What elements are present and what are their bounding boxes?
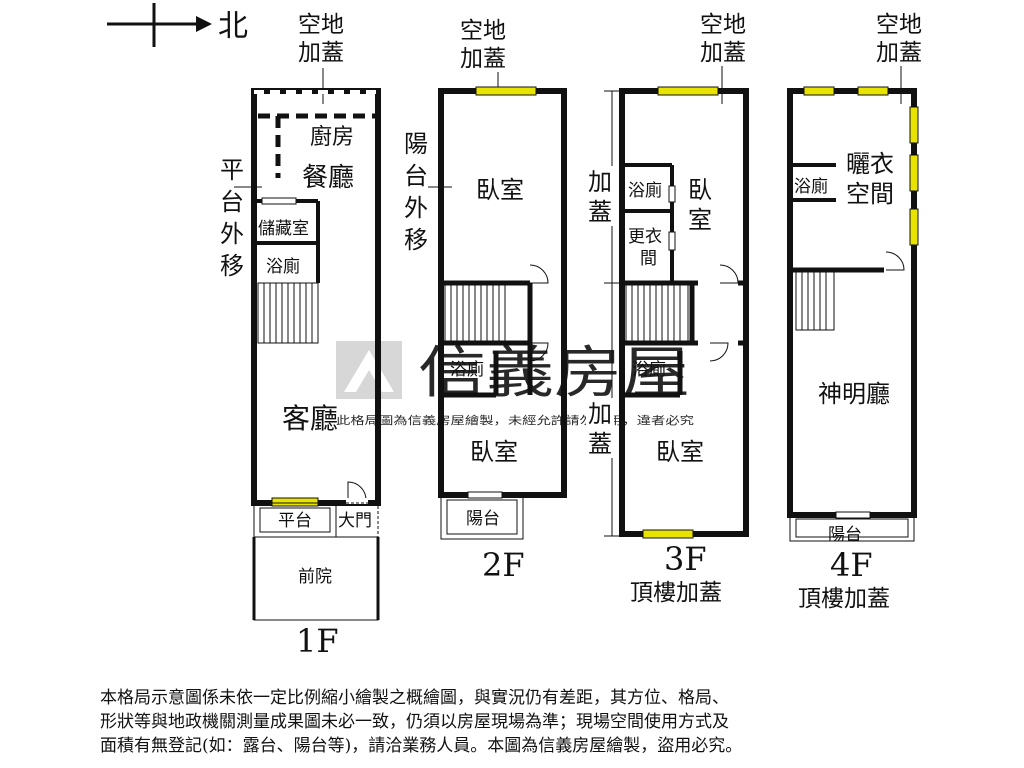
door-icon [709,342,729,362]
svg-text:外: 外 [220,220,244,248]
floor-2f-top-note-line2: 加蓋 [460,46,506,72]
room-1f-kitchen: 廚房 [310,125,354,150]
floor-1f-name: 1F [296,622,339,660]
floor-3f-window-bottom [642,529,694,539]
room-3f-bath-lower: 浴廁 [632,359,666,380]
floor-3f-side-note-upper: 加 蓋 [586,166,614,226]
svg-text:室: 室 [688,206,712,234]
floor-2f-top-note-line1: 空地 [460,18,506,44]
floor-1f-top-note-line1: 空地 [298,12,344,38]
svg-text:平: 平 [220,156,244,184]
door-icon [529,264,549,284]
door-icon [529,342,549,362]
watermark-logo-icon [336,341,402,399]
svg-text:台: 台 [220,188,244,216]
room-1f-dining: 餐廳 [302,163,354,193]
floor-3f-side-note-lower: 加 蓋 [586,398,614,458]
floor-3f-outline [619,88,749,537]
room-1f-bath: 浴廁 [266,256,300,277]
disclaimer: 本格局示意圖係未依一定比例縮小繪製之概繪圖，與實況仍有差距，其方位、格局、 形狀… [100,686,900,758]
compass: 北 [107,3,248,47]
room-3f-bath-upper: 浴廁 [628,180,662,201]
disclaimer-line-3: 面積有無登記(如：露台、陽台等)，請洽業務人員。本圖為信義房屋繪製，盜用必究。 [100,736,743,756]
room-2f-balcony: 陽台 [466,509,500,529]
floor-3f-top-note-line2: 加蓋 [700,40,746,66]
floor-3f-top-note-line1: 空地 [700,12,746,38]
floor-2f-name: 2F [482,546,525,584]
floor-1f-side-note: 平 台 外 移 [220,156,244,280]
floor-4f-window-side-1 [909,106,919,144]
door-icon [719,264,739,284]
room-3f-dressing: 更衣 間 [628,227,662,269]
floor-4f: 空地 加蓋 浴廁 曬衣 空間 神明廳 陽台 4F [787,12,922,612]
floor-3f-dimension [604,90,620,537]
floor-4f-top-note-line2: 加蓋 [876,40,922,66]
floor-1f-outline [251,88,381,506]
svg-text:加: 加 [588,168,612,196]
room-1f-storage: 儲藏室 [258,219,309,239]
svg-text:曬衣: 曬衣 [846,150,894,178]
room-4f-bath: 浴廁 [794,176,828,197]
svg-text:蓋: 蓋 [588,430,612,458]
room-1f-front-yard: 前院 [298,567,332,587]
room-3f-bedroom-front: 臥室 [656,438,704,466]
svg-text:間: 間 [640,249,657,269]
floor-4f-window-side-2 [909,154,919,192]
svg-text:空間: 空間 [846,180,894,208]
room-4f-shrine: 神明廳 [818,380,890,408]
floor-3f-name: 3F [664,540,707,578]
svg-text:蓋: 蓋 [588,198,612,226]
floor-4f-window-top-right [857,86,889,96]
room-4f-drying: 曬衣 空間 [846,150,894,208]
floor-1f: 空地 加蓋 平 台 外 移 廚房 餐廳 儲 [220,12,381,660]
floor-2f-side-note: 陽 台 外 移 [404,130,428,254]
room-2f-bath: 浴廁 [450,359,484,380]
svg-text:移: 移 [220,252,244,280]
floor-4f-window-top-left [803,86,835,96]
disclaimer-line-1: 本格局示意圖係未依一定比例縮小繪製之概繪圖，與實況仍有差距，其方位、格局、 [100,688,729,708]
room-2f-bedroom-front: 臥室 [470,438,518,466]
room-1f-living: 客廳 [282,402,338,435]
room-1f-main-door: 大門 [338,511,372,531]
floor-2f-outline [438,88,567,498]
room-2f-bedroom-back: 臥室 [476,176,524,204]
room-3f-bedroom-back: 臥 室 [688,176,712,234]
watermark: 信義房屋 此格局圖為信義房屋繪製，未經允許請勿使用，違者必究 [336,341,694,427]
floor-2f-window-top [475,86,537,96]
floor-2f: 空地 加蓋 陽 台 外 移 臥室 浴廁 臥室 [404,18,567,584]
floor-4f-window-side-3 [909,208,919,246]
door-icon [885,251,905,271]
svg-text:陽: 陽 [404,130,428,158]
disclaimer-line-2: 形狀等與地政機關測量成果圖未必一致，仍須以房屋現場為準；現場空間使用方式及 [100,712,729,732]
arrow-right-icon [196,16,212,32]
svg-text:加: 加 [588,400,612,428]
floor-3f-sub-note: 頂樓加蓋 [630,580,722,606]
room-1f-platform: 平台 [278,511,312,531]
compass-north-label: 北 [218,9,248,44]
svg-text:外: 外 [404,194,428,222]
floor-4f-top-note-line1: 空地 [876,12,922,38]
floor-3f: 空地 加蓋 加 蓋 加 蓋 浴廁 臥 室 [586,12,749,606]
floor-4f-sub-note: 頂樓加蓋 [798,586,890,612]
floor-4f-name: 4F [830,546,873,584]
door-icon [347,481,367,501]
floor-1f-window [271,497,319,507]
svg-text:更衣: 更衣 [628,227,662,247]
watermark-notice: 此格局圖為信義房屋繪製，未經允許請勿使用，違者必究 [336,413,694,427]
floor-1f-top-note-line2: 加蓋 [298,40,344,66]
svg-text:台: 台 [404,162,428,190]
room-4f-balcony: 陽台 [828,525,862,545]
svg-text:移: 移 [404,226,428,254]
floor-3f-window-top [657,86,719,96]
svg-text:臥: 臥 [688,176,712,204]
